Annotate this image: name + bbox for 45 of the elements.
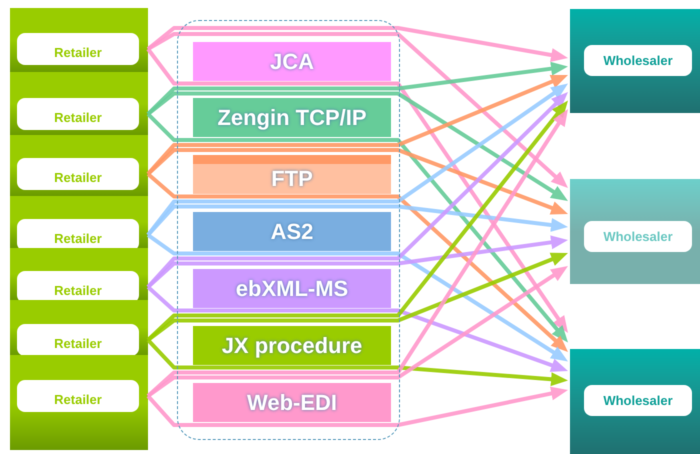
protocol-bar: Zengin TCP/IP: [193, 98, 391, 137]
retailer-label: Retailer: [17, 380, 139, 412]
arrow: [146, 204, 568, 236]
retailer-label: Retailer: [17, 271, 139, 303]
dashed-group-frame: [177, 20, 400, 440]
retailer-band: [10, 300, 148, 355]
protocol-bar: FTP: [193, 155, 391, 194]
retailer-label: Retailer: [17, 324, 139, 356]
arrow: [146, 233, 568, 362]
arrow: [146, 235, 568, 288]
retailer-label: Retailer: [17, 33, 139, 65]
arrow: [146, 92, 568, 288]
protocol-bar: JX procedure: [193, 326, 391, 365]
arrow: [146, 48, 568, 333]
retailer-band: [10, 8, 148, 72]
arrow: [146, 172, 568, 352]
wholesaler-block: [570, 179, 700, 284]
retailer-label: Retailer: [17, 98, 139, 130]
arrow: [146, 386, 568, 427]
arrow: [146, 62, 568, 116]
arrow: [147, 32, 568, 188]
wholesaler-label: Wholesaler: [584, 221, 692, 252]
protocol-bar: JCA: [193, 42, 391, 81]
protocol-bar: AS2: [193, 212, 391, 251]
protocol-bar: ebXML-MS: [193, 269, 391, 308]
wholesaler-block: [570, 9, 700, 113]
protocol-bar: Web-EDI: [193, 383, 391, 422]
retailer-band: [10, 196, 148, 248]
arrow: [146, 266, 568, 398]
arrow: [146, 92, 568, 201]
arrow: [146, 252, 568, 342]
arrow: [146, 75, 568, 176]
retailer-label: Retailer: [17, 219, 139, 251]
retailer-label: Retailer: [17, 158, 139, 190]
retailer-band: [10, 135, 148, 196]
arrow: [146, 26, 568, 62]
retailer-band: [10, 72, 148, 135]
wholesaler-label: Wholesaler: [584, 45, 692, 76]
wholesaler-label: Wholesaler: [584, 385, 692, 416]
arrow: [146, 286, 568, 372]
retailer-band: [10, 248, 148, 300]
wholesaler-block: [570, 349, 700, 454]
arrow: [146, 148, 568, 215]
arrow: [146, 338, 568, 386]
retailer-band: [10, 355, 148, 450]
